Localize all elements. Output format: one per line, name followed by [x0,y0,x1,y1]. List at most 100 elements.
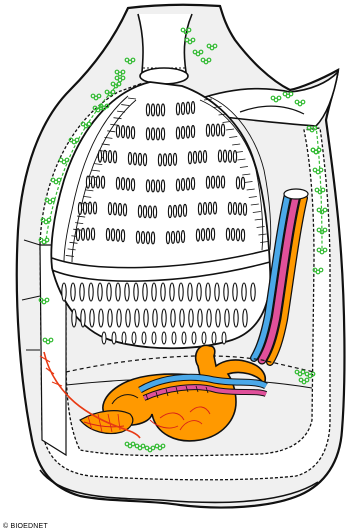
stigma [133,153,136,165]
stigma [197,283,201,301]
stigma [168,154,171,166]
stigma [153,206,156,218]
stigma [102,332,106,344]
stigma [193,151,196,163]
stigma [173,205,176,217]
stigma [223,150,226,162]
stigma [233,151,236,163]
stigma [117,309,121,327]
stigma [188,283,192,301]
stigma [142,332,146,344]
stigma [143,206,146,218]
stigma [181,231,184,243]
stigma [198,309,202,327]
stigma [189,309,193,327]
stigma [161,180,164,192]
stigma [243,203,246,215]
stigma [86,228,89,240]
stigma [121,178,124,190]
stigma [211,228,214,240]
stigma [228,202,231,214]
stigma [228,150,231,162]
stigma [81,228,84,240]
stigma [241,229,244,241]
stigma [173,153,176,165]
stigma [186,102,189,114]
stigma [211,176,214,188]
stigma [71,283,75,301]
stigma [156,128,159,140]
stigma [62,283,66,301]
stigma [116,125,119,137]
stigma [186,178,189,190]
stigma [126,309,130,327]
stigma [162,309,166,327]
stigma [161,283,165,301]
stigma [96,176,99,188]
stigma [91,176,94,188]
stigma [108,309,112,327]
stigma [206,283,210,301]
stigma [203,203,206,215]
stigma [168,206,171,218]
stigma [183,204,186,216]
stigma [201,229,204,241]
stigma [221,124,224,136]
stigma [191,178,194,190]
stigma [152,283,156,301]
stigma [118,203,121,215]
stigma [176,127,179,139]
stigma [107,283,111,301]
stigma [216,124,219,136]
oral-siphon-rim [140,68,188,84]
stigma [88,202,91,214]
oral-siphon [138,14,192,72]
stigma [182,332,186,344]
stigma [251,283,255,301]
stigma [181,179,184,191]
stigma [148,206,151,218]
stigma [180,309,184,327]
stigma [206,176,209,188]
stigma [233,283,237,301]
stigma [128,152,131,164]
stigma [172,332,176,344]
stigma [161,104,164,116]
stigma [143,283,147,301]
stigma [188,152,191,164]
stigma [132,332,136,344]
stigma [112,332,116,344]
stigma [161,128,164,140]
stigma [123,204,126,216]
stigma [98,150,101,162]
stigma [234,309,238,327]
stigma [72,309,76,327]
stigma [141,232,144,244]
stigma [179,283,183,301]
stigma [171,309,175,327]
stigma [146,128,149,140]
stigma [89,283,93,301]
stigma [211,124,214,136]
stigma [138,153,141,165]
stigma [198,203,201,215]
stigma [143,154,146,166]
stigma [206,228,209,240]
stigma [216,176,219,188]
stigma [212,332,216,344]
stigma [202,332,206,344]
stigma [146,180,149,192]
stigma [126,178,129,190]
stigma [121,230,124,242]
stigma [122,332,126,344]
stigma [233,203,236,215]
stigma [241,177,244,189]
stigma [121,126,124,138]
stigma [191,126,194,138]
stigma [151,128,154,140]
stigma [170,283,174,301]
stigma [224,283,228,301]
stigma [86,176,89,188]
stigma [216,309,220,327]
